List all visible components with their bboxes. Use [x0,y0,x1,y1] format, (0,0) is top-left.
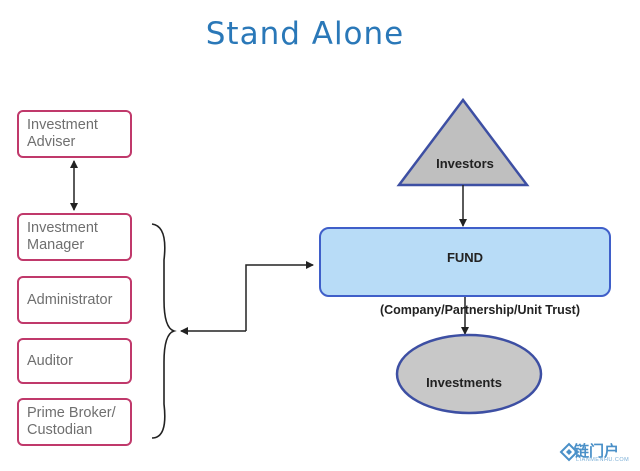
investment-adviser-label: Investment Adviser [27,117,98,150]
administrator-label: Administrator [27,291,113,308]
investors-triangle [396,97,530,187]
fund-label: FUND [446,250,484,265]
fund-box [319,227,611,297]
investment-manager-box: Investment Manager [17,213,132,261]
roles-brace [151,223,177,439]
investment-manager-label: Investment Manager [27,220,98,253]
investments-ellipse [395,333,543,415]
diagram-title: Stand Alone [205,16,405,52]
investors-label: Investors [436,156,494,171]
brace-fund-connector [245,261,314,331]
prime-broker-box: Prime Broker/ Custodian [17,398,132,446]
watermark-name: 链门户 [574,442,620,460]
investment-adviser-box: Investment Adviser [17,110,132,158]
investments-label: Investments [426,375,502,390]
auditor-label: Auditor [27,352,73,369]
administrator-box: Administrator [17,276,132,324]
watermark-logo-icon [559,442,579,462]
auditor-box: Auditor [17,338,132,384]
prime-broker-label: Prime Broker/ Custodian [27,405,116,438]
watermark: 链门户 LIANMENHU.COM [556,440,636,466]
watermark-sub: LIANMENHU.COM [576,457,630,463]
fund-subtitle: (Company/Partnership/Unit Trust) [379,303,581,317]
